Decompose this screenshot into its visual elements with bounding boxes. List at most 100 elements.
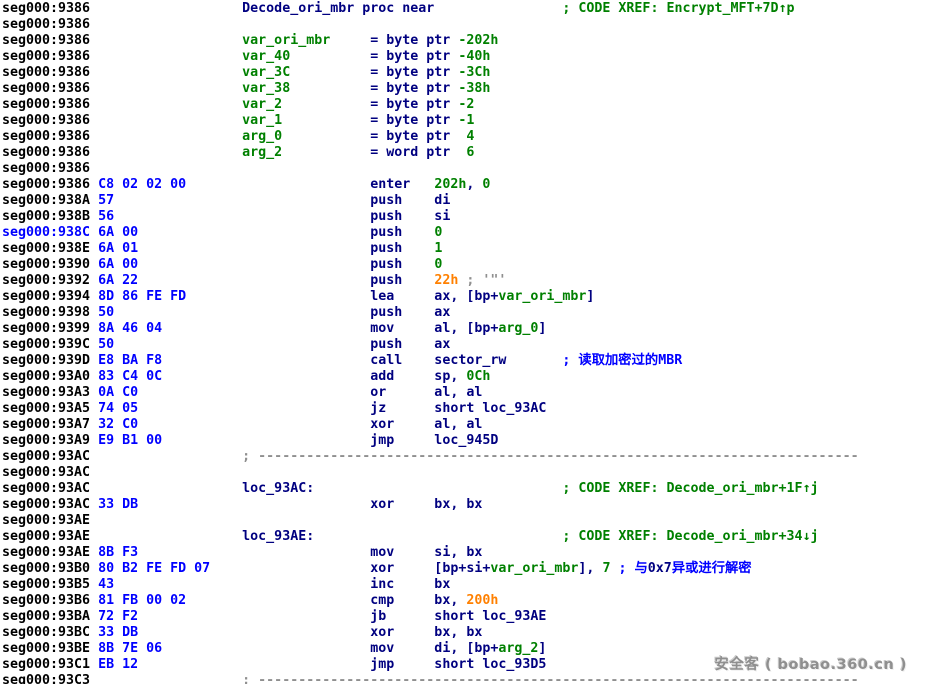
- asm-segment: 0: [482, 177, 491, 192]
- asm-line[interactable]: seg000:93AC loc_93AC: ; CODE XREF: Decod…: [2, 481, 929, 497]
- asm-segment: -2: [458, 97, 475, 112]
- asm-segment: 33 DB: [90, 625, 139, 640]
- asm-line[interactable]: seg000:93AE loc_93AE: ; CODE XREF: Decod…: [2, 529, 929, 545]
- asm-segment: seg000:9386: [2, 33, 91, 48]
- asm-segment: loc_93AE:: [90, 529, 315, 544]
- asm-line[interactable]: seg000:938B 56 push si: [2, 209, 929, 225]
- asm-segment: ; --------------------------------------…: [90, 673, 859, 684]
- asm-segment: mov si, bx: [138, 545, 483, 560]
- asm-line[interactable]: seg000:9386 var_3C = byte ptr -3Ch: [2, 65, 929, 81]
- asm-segment: var_3C: [90, 65, 291, 80]
- asm-segment: 202h: [434, 177, 467, 192]
- asm-segment: ; CODE XREF: Decode_ori_mbr+1F↑j: [314, 481, 819, 496]
- asm-segment: jmp loc_945D: [162, 433, 499, 448]
- asm-line[interactable]: seg000:9398 50 push ax: [2, 305, 929, 321]
- asm-line[interactable]: seg000:93AE 8B F3 mov si, bx: [2, 545, 929, 561]
- asm-line[interactable]: seg000:9386 arg_0 = byte ptr 4: [2, 129, 929, 145]
- asm-line[interactable]: seg000:9386 var_2 = byte ptr -2: [2, 97, 929, 113]
- asm-segment: xor al, al: [138, 417, 483, 432]
- asm-line[interactable]: seg000:93C3 ; --------------------------…: [2, 673, 929, 684]
- asm-line[interactable]: seg000:9386 var_40 = byte ptr -40h: [2, 49, 929, 65]
- asm-segment: arg_2: [498, 641, 539, 656]
- asm-segment: call sector_rw: [162, 353, 507, 368]
- asm-segment: var_ori_mbr: [490, 561, 579, 576]
- asm-segment: 6A 22: [90, 273, 139, 288]
- asm-segment: 80 B2 FE FD 07: [90, 561, 211, 576]
- asm-segment: ,: [466, 177, 483, 192]
- asm-segment: ; CODE XREF: Encrypt_MFT+7D↑p: [434, 1, 795, 16]
- asm-line[interactable]: seg000:938C 6A 00 push 0: [2, 225, 929, 241]
- asm-line[interactable]: seg000:9386: [2, 17, 929, 33]
- asm-segment: seg000:93AC: [2, 449, 91, 464]
- asm-line[interactable]: seg000:9394 8D 86 FE FD lea ax, [bp+var_…: [2, 289, 929, 305]
- asm-segment: var_40: [90, 49, 291, 64]
- asm-line[interactable]: seg000:93C1 EB 12 jmp short loc_93D5: [2, 657, 929, 673]
- asm-line[interactable]: seg000:9399 8A 46 04 mov al, [bp+arg_0]: [2, 321, 929, 337]
- asm-segment: seg000:9386: [2, 49, 91, 64]
- asm-line[interactable]: seg000:93A3 0A C0 or al, al: [2, 385, 929, 401]
- asm-segment: var_1: [90, 113, 283, 128]
- asm-line[interactable]: seg000:93A9 E9 B1 00 jmp loc_945D: [2, 433, 929, 449]
- asm-segment: seg000:9386: [2, 129, 91, 144]
- asm-segment: 4: [466, 129, 475, 144]
- watermark: 安全客 ( bobao.360.cn ): [714, 657, 907, 673]
- asm-line[interactable]: seg000:9392 6A 22 push 22h ; '"': [2, 273, 929, 289]
- asm-segment: seg000:93A3: [2, 385, 91, 400]
- asm-line[interactable]: seg000:938A 57 push di: [2, 193, 929, 209]
- asm-line[interactable]: seg000:9386: [2, 161, 929, 177]
- asm-segment: seg000:9390: [2, 257, 91, 272]
- asm-line[interactable]: seg000:9386 var_1 = byte ptr -1: [2, 113, 929, 129]
- asm-line[interactable]: seg000:93B6 81 FB 00 02 cmp bx, 200h: [2, 593, 929, 609]
- asm-line[interactable]: seg000:93AC 33 DB xor bx, bx: [2, 497, 929, 513]
- asm-line[interactable]: seg000:93BC 33 DB xor bx, bx: [2, 625, 929, 641]
- asm-segment: ]: [538, 641, 547, 656]
- asm-line[interactable]: seg000:9386 Decode_ori_mbr proc near ; C…: [2, 1, 929, 17]
- asm-segment: 0x7: [647, 561, 672, 576]
- asm-line[interactable]: seg000:9386 var_38 = byte ptr -38h: [2, 81, 929, 97]
- asm-line[interactable]: seg000:939C 50 push ax: [2, 337, 929, 353]
- asm-segment: 0: [434, 225, 443, 240]
- asm-line[interactable]: seg000:93B5 43 inc bx: [2, 577, 929, 593]
- asm-segment: 8B F3: [90, 545, 139, 560]
- asm-line[interactable]: seg000:93B0 80 B2 FE FD 07 xor [bp+si+va…: [2, 561, 929, 577]
- asm-segment: seg000:93A5: [2, 401, 91, 416]
- asm-segment: loc_93AC:: [90, 481, 315, 496]
- asm-line[interactable]: seg000:9386 arg_2 = word ptr 6: [2, 145, 929, 161]
- asm-segment: var_2: [90, 97, 283, 112]
- asm-line[interactable]: seg000:93AE: [2, 513, 929, 529]
- asm-segment: push: [138, 273, 435, 288]
- asm-segment: or al, al: [138, 385, 483, 400]
- asm-segment: ],: [578, 561, 603, 576]
- asm-line[interactable]: seg000:93AC ; --------------------------…: [2, 449, 929, 465]
- asm-line[interactable]: seg000:9386 var_ori_mbr = byte ptr -202h: [2, 33, 929, 49]
- asm-segment: 50: [90, 305, 115, 320]
- asm-line[interactable]: seg000:939D E8 BA F8 call sector_rw ; 读取…: [2, 353, 929, 369]
- asm-segment: seg000:9386: [2, 161, 91, 176]
- asm-segment: -40h: [458, 49, 491, 64]
- asm-segment: 43: [90, 577, 115, 592]
- asm-segment: C8 02 02 00: [90, 177, 187, 192]
- asm-segment: push ax: [114, 337, 451, 352]
- asm-segment: seg000:93AE: [2, 529, 91, 544]
- asm-line[interactable]: seg000:93A5 74 05 jz short loc_93AC: [2, 401, 929, 417]
- asm-line[interactable]: seg000:9390 6A 00 push 0: [2, 257, 929, 273]
- asm-segment: = word ptr: [282, 145, 467, 160]
- asm-segment: cmp bx,: [186, 593, 467, 608]
- asm-line[interactable]: seg000:93A0 83 C4 0C add sp, 0Ch: [2, 369, 929, 385]
- asm-line[interactable]: seg000:938E 6A 01 push 1: [2, 241, 929, 257]
- asm-segment: seg000:93C1: [2, 657, 91, 672]
- asm-line[interactable]: seg000:93BA 72 F2 jb short loc_93AE: [2, 609, 929, 625]
- asm-segment: seg000:939C: [2, 337, 91, 352]
- asm-segment: 8A 46 04: [90, 321, 163, 336]
- asm-segment: 8B 7E 06: [90, 641, 163, 656]
- asm-segment: var_38: [90, 81, 291, 96]
- asm-line[interactable]: seg000:93A7 32 C0 xor al, al: [2, 417, 929, 433]
- asm-segment: inc bx: [114, 577, 451, 592]
- asm-segment: -202h: [458, 33, 499, 48]
- asm-line[interactable]: seg000:93BE 8B 7E 06 mov di, [bp+arg_2]: [2, 641, 929, 657]
- asm-line[interactable]: seg000:9386 C8 02 02 00 enter 202h, 0: [2, 177, 929, 193]
- asm-segment: jb short loc_93AE: [138, 609, 547, 624]
- asm-line[interactable]: seg000:93AC: [2, 465, 929, 481]
